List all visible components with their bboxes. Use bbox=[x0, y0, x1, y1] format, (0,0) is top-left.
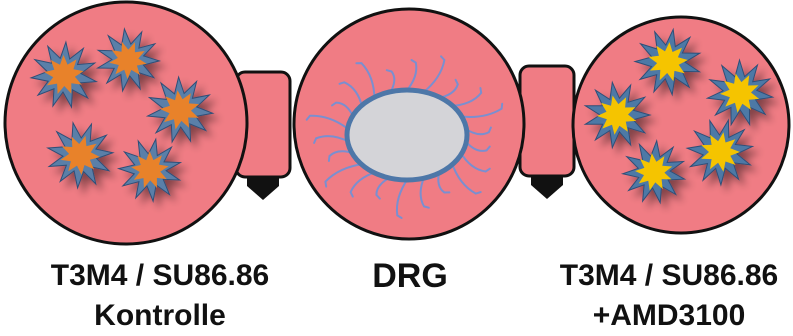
label-amd3100: T3M4 / SU86.86 +AMD3100 bbox=[545, 256, 793, 336]
label-amd3100-line-2: +AMD3100 bbox=[545, 296, 793, 336]
drg-cell-body bbox=[347, 90, 467, 180]
label-control: T3M4 / SU86.86 Kontrolle bbox=[40, 256, 280, 336]
label-control-line-2: Kontrolle bbox=[40, 296, 280, 336]
migration-assay-diagram bbox=[0, 0, 793, 250]
label-drg: DRG bbox=[340, 256, 480, 296]
label-drg-line-1: DRG bbox=[340, 256, 480, 296]
connector-right bbox=[520, 66, 574, 199]
valve-right-icon bbox=[531, 176, 563, 199]
valve-left-icon bbox=[247, 177, 279, 200]
label-control-line-1: T3M4 / SU86.86 bbox=[40, 256, 280, 296]
label-amd3100-line-1: T3M4 / SU86.86 bbox=[545, 256, 793, 296]
